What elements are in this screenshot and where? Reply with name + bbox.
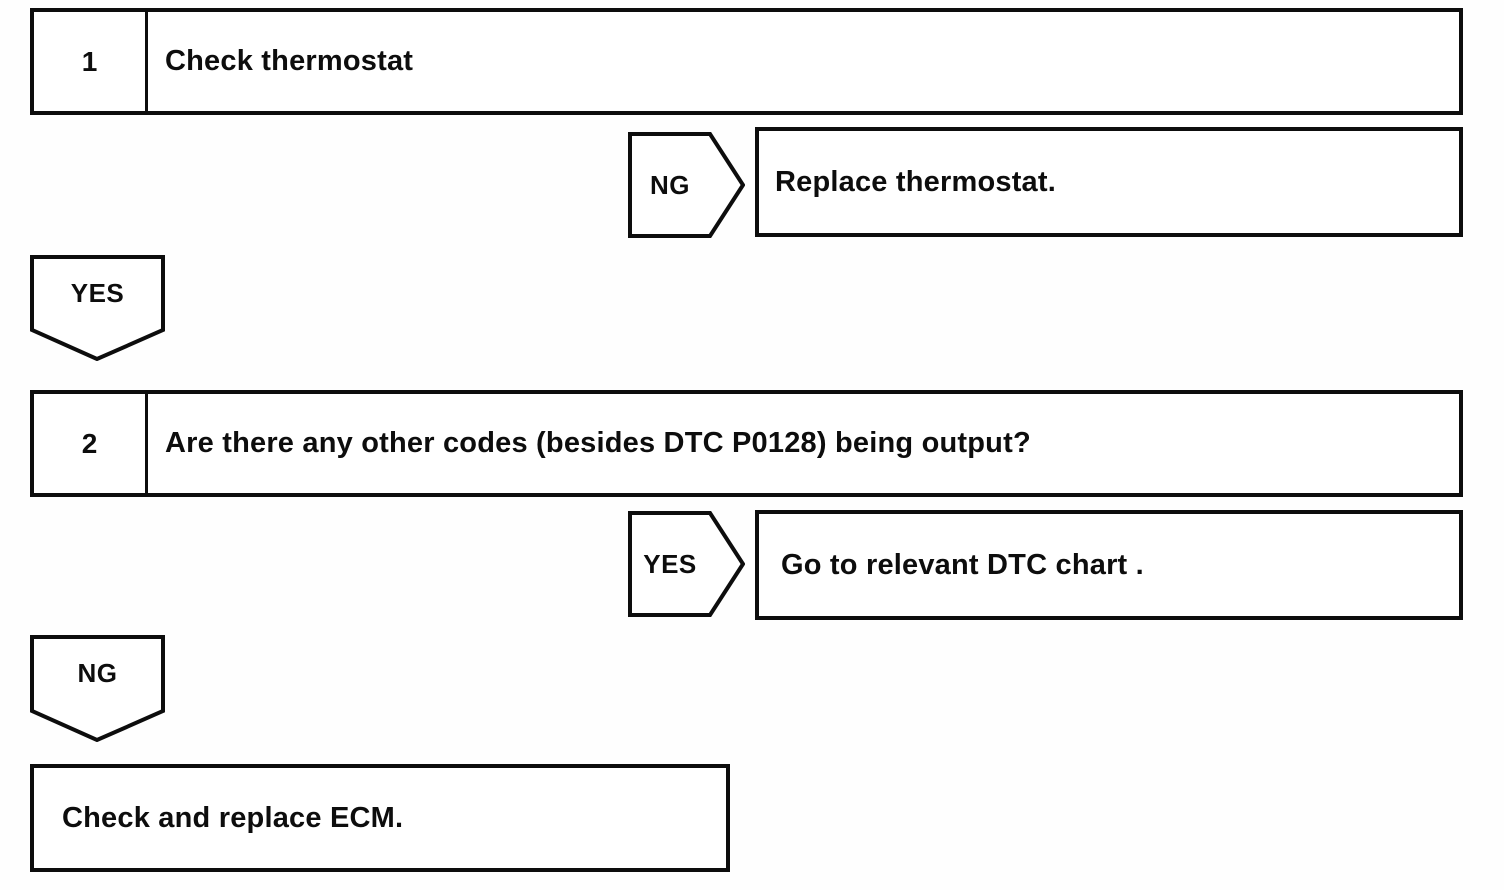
pentagon-arrow-down-icon [30,635,165,742]
step-1-yes-connector: YES [30,255,165,361]
step-2-ng-connector: NG [30,635,165,742]
pentagon-arrow-right-icon [628,132,745,238]
go-to-dtc-chart-label: Go to relevant DTC chart . [781,548,1144,581]
step-1-yes-label: YES [70,277,125,308]
step-2-title: Are there any other codes (besides DTC P… [165,427,1031,459]
step-1-number: 1 [34,12,148,111]
step-1-title: Check thermostat [165,45,414,77]
pentagon-arrow-down-icon [30,255,165,361]
step-1-box: 1 Check thermostat [30,8,1463,115]
replace-thermostat-label: Replace thermostat. [775,165,1056,198]
step-1-ng-connector: NG [628,132,745,238]
step-2-box: 2 Are there any other codes (besides DTC… [30,390,1463,497]
check-replace-ecm-box: Check and replace ECM. [30,764,730,872]
check-replace-ecm-label: Check and replace ECM. [62,801,404,834]
step-2-ng-label: NG [77,657,118,688]
pentagon-arrow-right-icon [628,511,745,617]
replace-thermostat-box: Replace thermostat. [755,127,1463,237]
step-2-yes-connector: YES [628,511,745,617]
step-2-yes-label: YES [643,548,697,579]
step-1-ng-label: NG [650,169,690,200]
step-2-number: 2 [34,394,148,493]
go-to-dtc-chart-box: Go to relevant DTC chart . [755,510,1463,620]
